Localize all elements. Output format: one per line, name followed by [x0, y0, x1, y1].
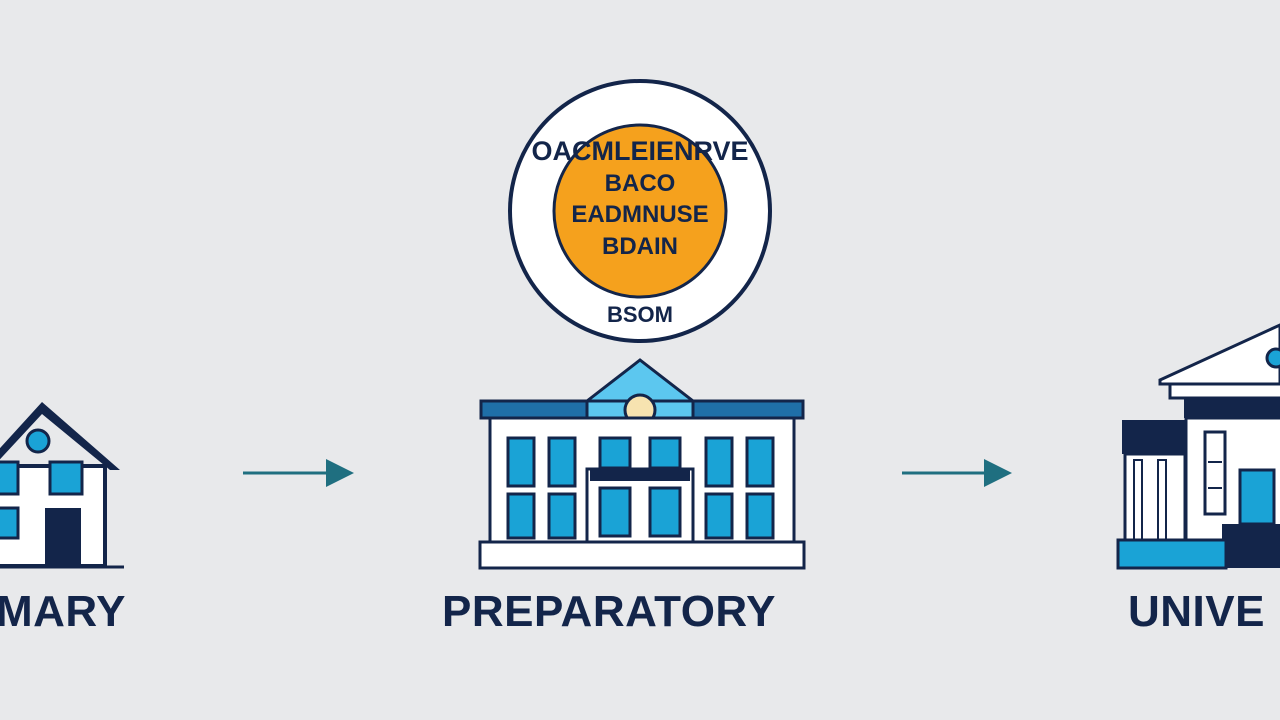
arrow-right-icon — [902, 459, 1012, 487]
school-building-icon — [478, 358, 806, 570]
house-icon — [0, 402, 124, 569]
stage-label-university: UNIVE — [1128, 587, 1265, 636]
badge-center-line-1: BACO — [605, 170, 676, 197]
badge-center-line-2: EADMNUSE — [571, 201, 708, 228]
stage-label-preparatory: PREPARATORY — [442, 587, 776, 636]
stage-label-primary: MARY — [0, 587, 126, 636]
university-building-icon — [1116, 323, 1280, 570]
arrow-right-icon — [243, 459, 354, 487]
badge-seal-icon — [508, 79, 772, 343]
badge-bottom-text: BSOM — [607, 302, 673, 327]
badge-center-line-3: BDAIN — [602, 233, 678, 260]
badge-ring-text: OACMLEIENRVE — [531, 136, 748, 166]
